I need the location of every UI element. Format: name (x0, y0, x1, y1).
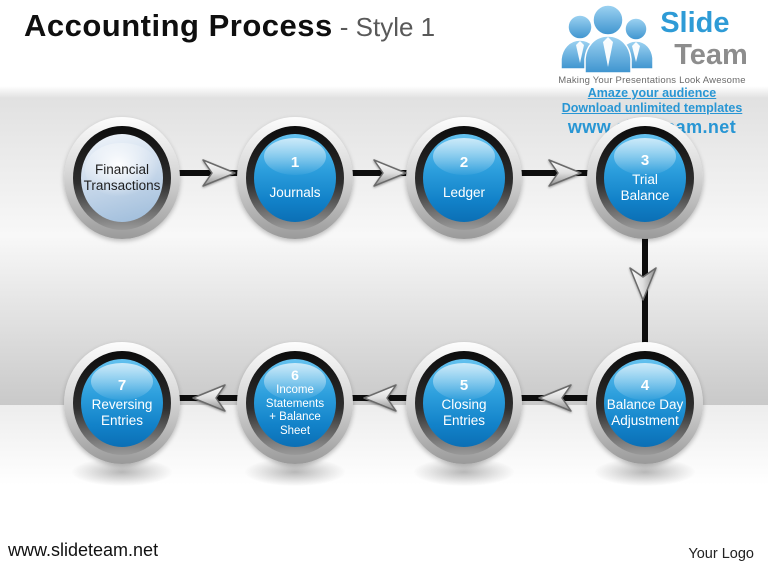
node-number: 4 (640, 376, 650, 394)
node-number: 5 (459, 376, 469, 394)
promo-amaze: Amaze your audience (587, 86, 717, 100)
gloss-highlight (613, 363, 677, 401)
node-label-line: Sheet (279, 424, 311, 437)
logo-tagline: Making Your Presentations Look Awesome (558, 75, 746, 86)
node-label-line: Adjustment (611, 413, 679, 428)
gloss-highlight (90, 363, 154, 401)
gloss-highlight (613, 138, 677, 176)
logo-word-team: Team (674, 39, 748, 71)
your-logo-placeholder: Your Logo (688, 546, 754, 562)
people-icon (560, 4, 654, 74)
gloss-highlight (85, 142, 159, 198)
title-main: Accounting Process (24, 8, 333, 43)
node-label-line: Entries (442, 413, 486, 428)
flow-arrow-right-icon (547, 158, 583, 188)
gloss-highlight (432, 138, 496, 176)
gloss-highlight (263, 138, 327, 176)
node-label-line: Ledger (442, 185, 486, 201)
node-label-line: Financial (94, 161, 150, 177)
node-label-line: Balance Day (606, 396, 684, 412)
node-label-line: Balance (620, 188, 670, 203)
flow-arrow-down-icon (628, 266, 658, 302)
gloss-highlight (263, 363, 327, 401)
flow-arrow-left-icon (191, 383, 227, 413)
node-number: 1 (290, 154, 300, 172)
node-label-line: Statements (265, 397, 325, 410)
logo-top: Slide Team (536, 3, 768, 75)
node-label-line: Reversing (91, 396, 153, 412)
logo-wordmark: Slide Team (660, 9, 748, 70)
node-label-line: + Balance (269, 411, 321, 424)
slide-title: Accounting Process- Style 1 (24, 8, 435, 44)
footer-url-link[interactable]: www.slideteam.net (8, 540, 159, 560)
node-label-line: Transactions (83, 178, 161, 193)
node-number: 7 (117, 376, 127, 394)
flow-arrow-left-icon (362, 383, 398, 413)
node-number: 3 (640, 151, 650, 169)
flow-arrow-left-icon (537, 383, 573, 413)
flow-arrow-right-icon (201, 158, 237, 188)
node-number: 6 (291, 367, 299, 384)
node-label-line: Trial (632, 171, 658, 187)
gloss-highlight (432, 363, 496, 401)
title-sub: - Style 1 (339, 12, 436, 42)
node-label-line: Income (276, 384, 314, 397)
node-label-line: Entries (100, 413, 144, 428)
node-number: 2 (459, 154, 469, 172)
node-label-line: Closing (441, 396, 487, 412)
flow-arrow-right-icon (372, 158, 408, 188)
promo-download: Download unlimited templates (561, 101, 743, 115)
logo-word-slide: Slide (660, 7, 730, 39)
node-label-line: Journals (269, 185, 321, 201)
